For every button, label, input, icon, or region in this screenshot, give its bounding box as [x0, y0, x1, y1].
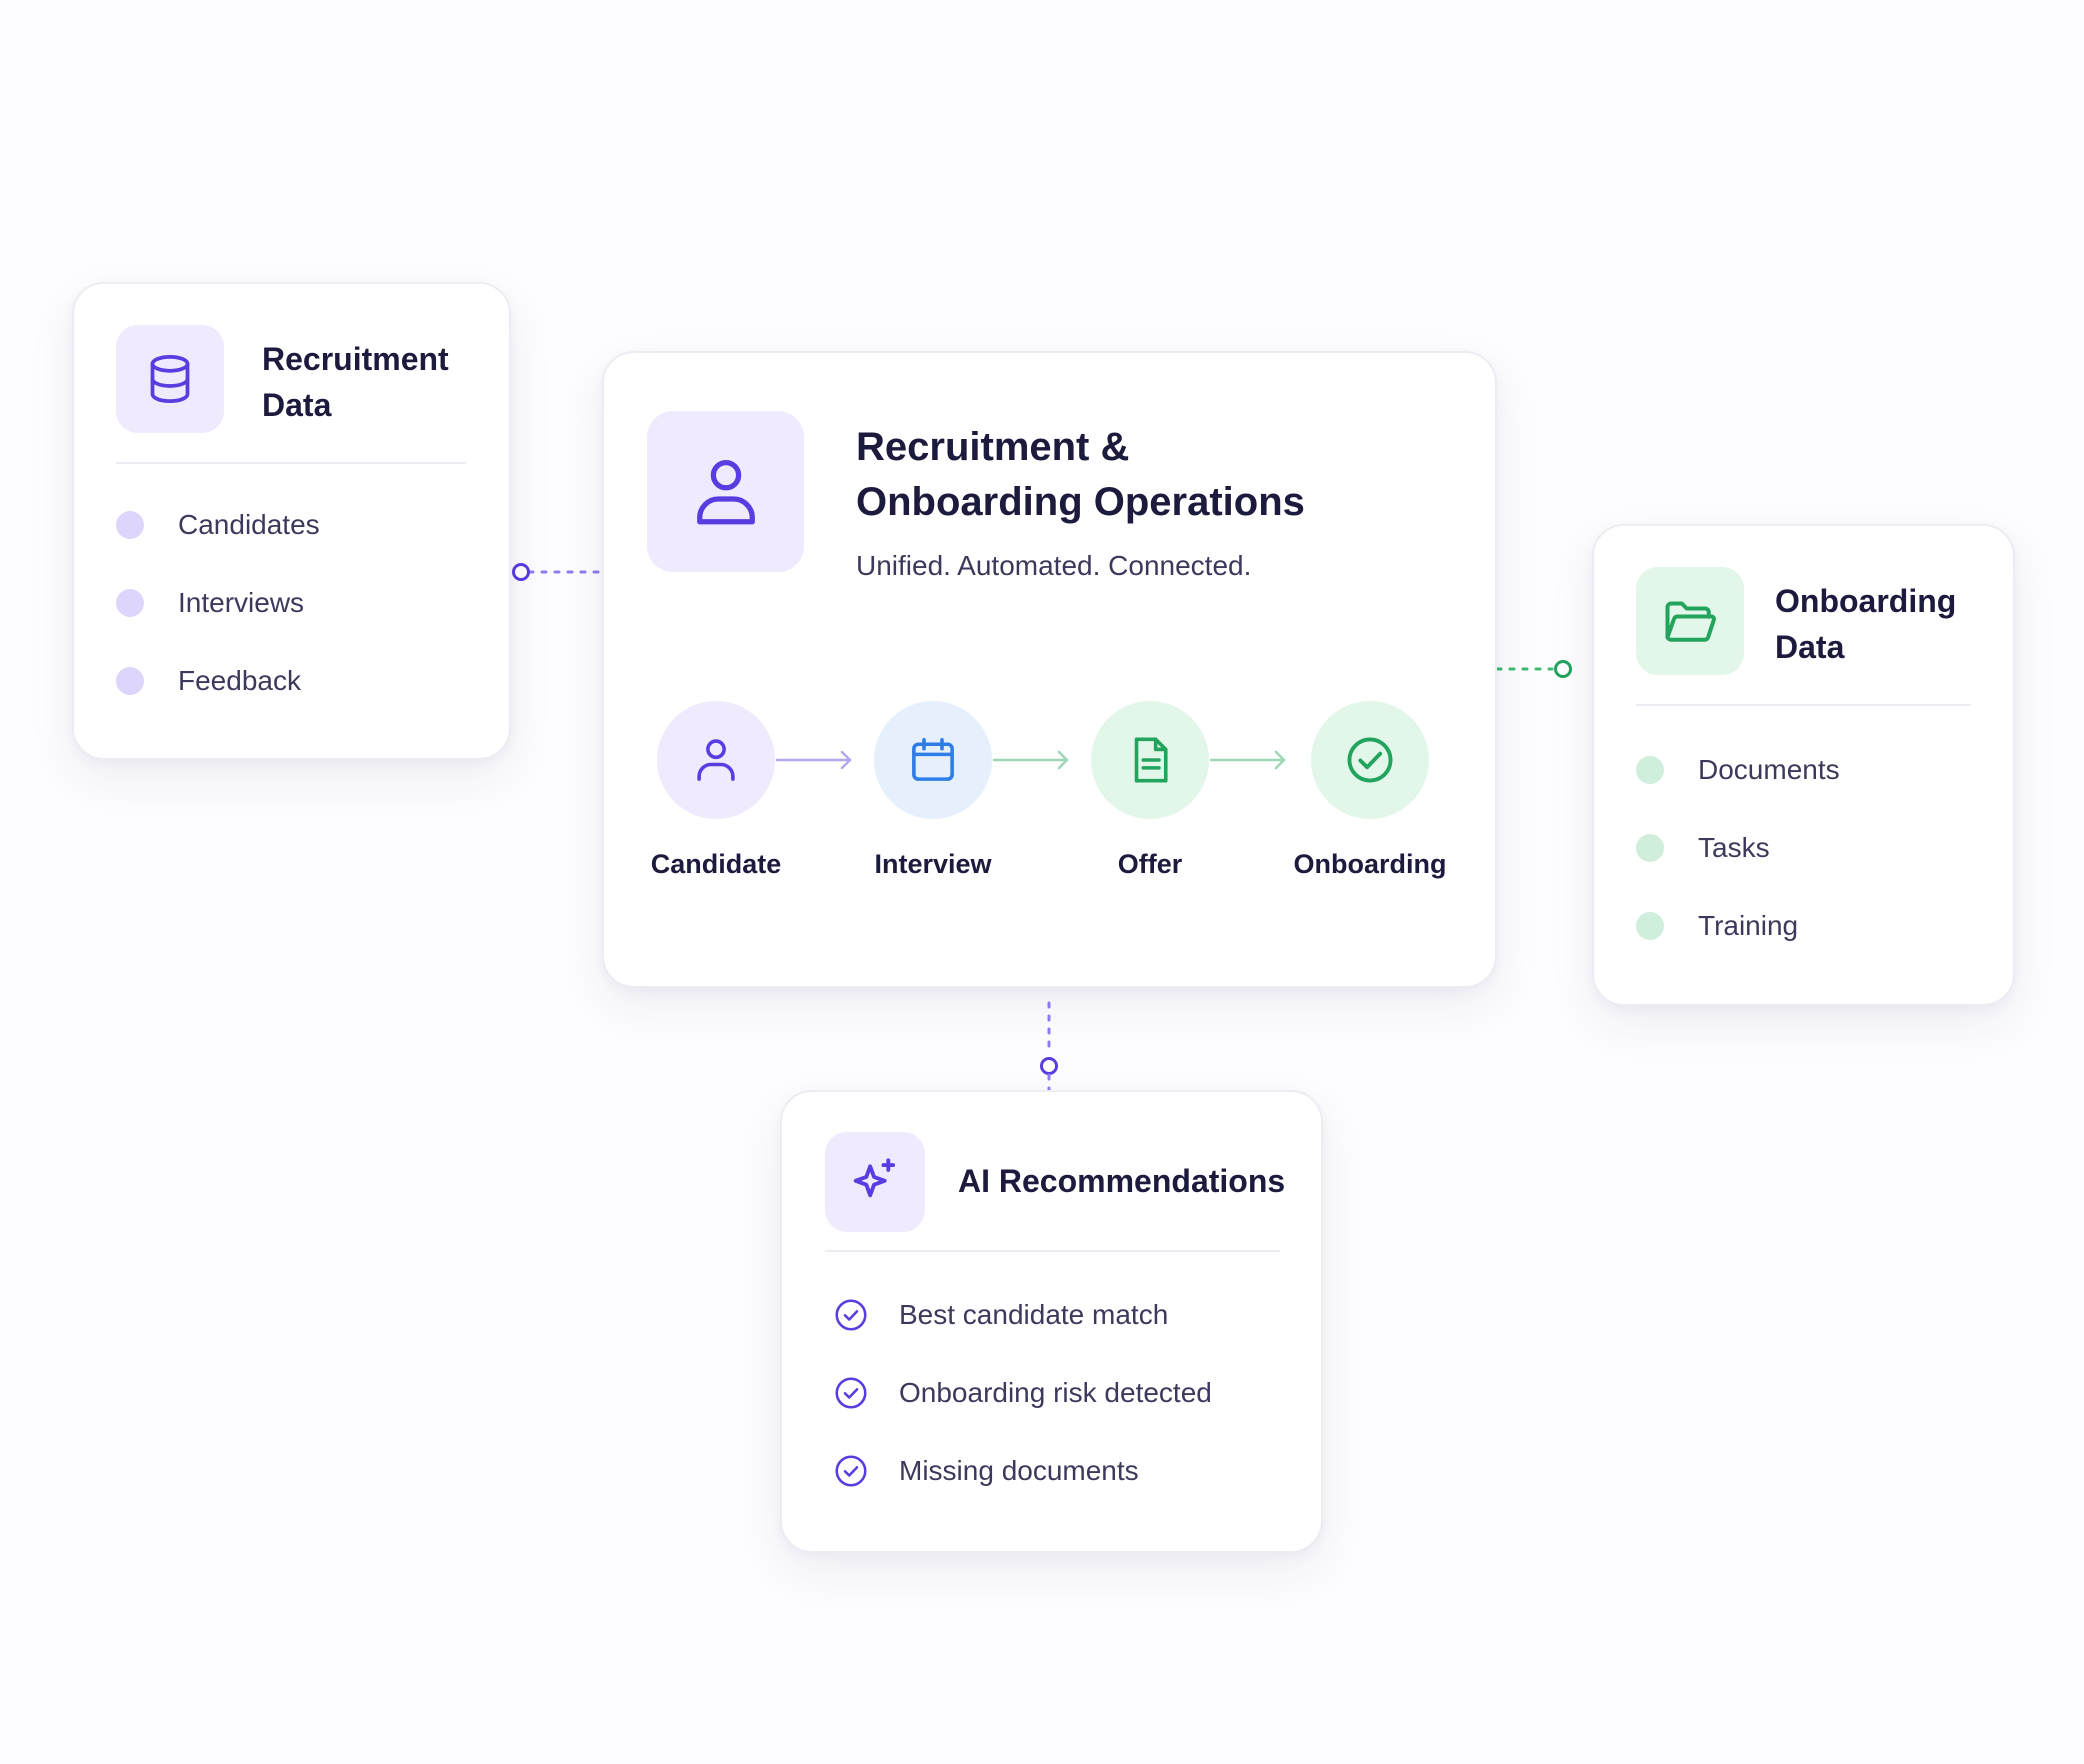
list-item-label: Training: [1698, 910, 1799, 941]
sparkle-icon-tile: [825, 1132, 925, 1232]
database-icon-tile: [116, 325, 224, 433]
list-item: Missing documents: [833, 1432, 1212, 1510]
ai-divider: [825, 1250, 1280, 1252]
connector-node-bottom: [1040, 1057, 1058, 1075]
list-item: Feedback: [116, 642, 320, 720]
list-item-label: Feedback: [178, 665, 301, 696]
document-icon: [1134, 737, 1168, 783]
bullet-dot: [1636, 756, 1664, 784]
main-subtitle: Unified. Automated. Connected.: [856, 550, 1252, 581]
user-icon-tile: [647, 411, 804, 572]
onboarding-data-title: Onboarding Data: [1775, 578, 1956, 670]
list-item-label: Best candidate match: [899, 1299, 1169, 1330]
recruitment-data-title: Recruitment Data: [262, 336, 449, 428]
step-label-interview: Interview: [874, 849, 992, 879]
folder-icon-tile: [1636, 567, 1744, 675]
list-item: Interviews: [116, 564, 320, 642]
recruitment-data-divider: [116, 462, 466, 464]
onboarding-data-title-line1: Onboarding: [1775, 583, 1957, 619]
bullet-dot: [116, 589, 144, 617]
bullet-dot: [1636, 912, 1664, 940]
check-circle-icon: [835, 1377, 867, 1409]
check-circle-icon: [835, 1455, 867, 1487]
list-item-label: Interviews: [178, 587, 305, 618]
list-item-label: Missing documents: [899, 1455, 1139, 1486]
recruitment-data-title-line1: Recruitment: [262, 341, 449, 377]
main-title-line1: Recruitment &: [856, 425, 1130, 469]
check-circle-icon: [835, 1299, 867, 1331]
step-offer: [1091, 701, 1209, 819]
list-item-label: Documents: [1698, 754, 1840, 785]
calendar-icon: [912, 737, 954, 781]
list-item: Training: [1636, 887, 1840, 965]
list-item-label: Tasks: [1698, 832, 1770, 863]
step-label-offer: Offer: [1117, 849, 1183, 879]
list-item-label: Onboarding risk detected: [899, 1377, 1212, 1408]
recruitment-data-list: Candidates Interviews Feedback: [116, 486, 320, 720]
sparkle-icon: [853, 1158, 896, 1198]
list-item: Onboarding risk detected: [833, 1354, 1212, 1432]
onboarding-data-divider: [1636, 704, 1971, 706]
step-label-onboarding: Onboarding: [1293, 849, 1447, 879]
user-icon: [697, 739, 735, 781]
connector-node-right: [1554, 660, 1572, 678]
step-interview: [874, 701, 992, 819]
list-item: Tasks: [1636, 809, 1840, 887]
user-icon: [696, 459, 755, 524]
list-item-label: Candidates: [178, 509, 320, 540]
onboarding-data-list: Documents Tasks Training: [1636, 731, 1840, 965]
list-item: Documents: [1636, 731, 1840, 809]
onboarding-data-card: Onboarding Data Documents Tasks Training: [1592, 524, 2015, 1006]
bullet-dot: [1636, 834, 1664, 862]
main-title-line2: Onboarding Operations: [856, 480, 1305, 524]
bullet-dot: [116, 511, 144, 539]
database-icon: [150, 354, 190, 404]
onboarding-data-title-line2: Data: [1775, 629, 1845, 665]
bullet-dot: [116, 667, 144, 695]
main-title: Recruitment & Onboarding Operations: [856, 420, 1416, 530]
step-candidate: [657, 701, 775, 819]
check-circle-icon: [1347, 737, 1393, 783]
recruitment-data-title-line2: Data: [262, 387, 332, 423]
ai-recommendation-list: Best candidate match Onboarding risk det…: [833, 1276, 1212, 1510]
step-label-candidate: Candidate: [650, 849, 782, 879]
recruitment-data-card: Recruitment Data Candidates Interviews F…: [72, 282, 511, 760]
ai-recommendations-card: AI Recommendations Best candidate match …: [780, 1090, 1323, 1553]
list-item: Best candidate match: [833, 1276, 1212, 1354]
connector-node-left: [512, 563, 530, 581]
list-item: Candidates: [116, 486, 320, 564]
step-onboarding: [1311, 701, 1429, 819]
folder-icon: [1665, 601, 1716, 642]
ai-title: AI Recommendations: [958, 1163, 1286, 1199]
